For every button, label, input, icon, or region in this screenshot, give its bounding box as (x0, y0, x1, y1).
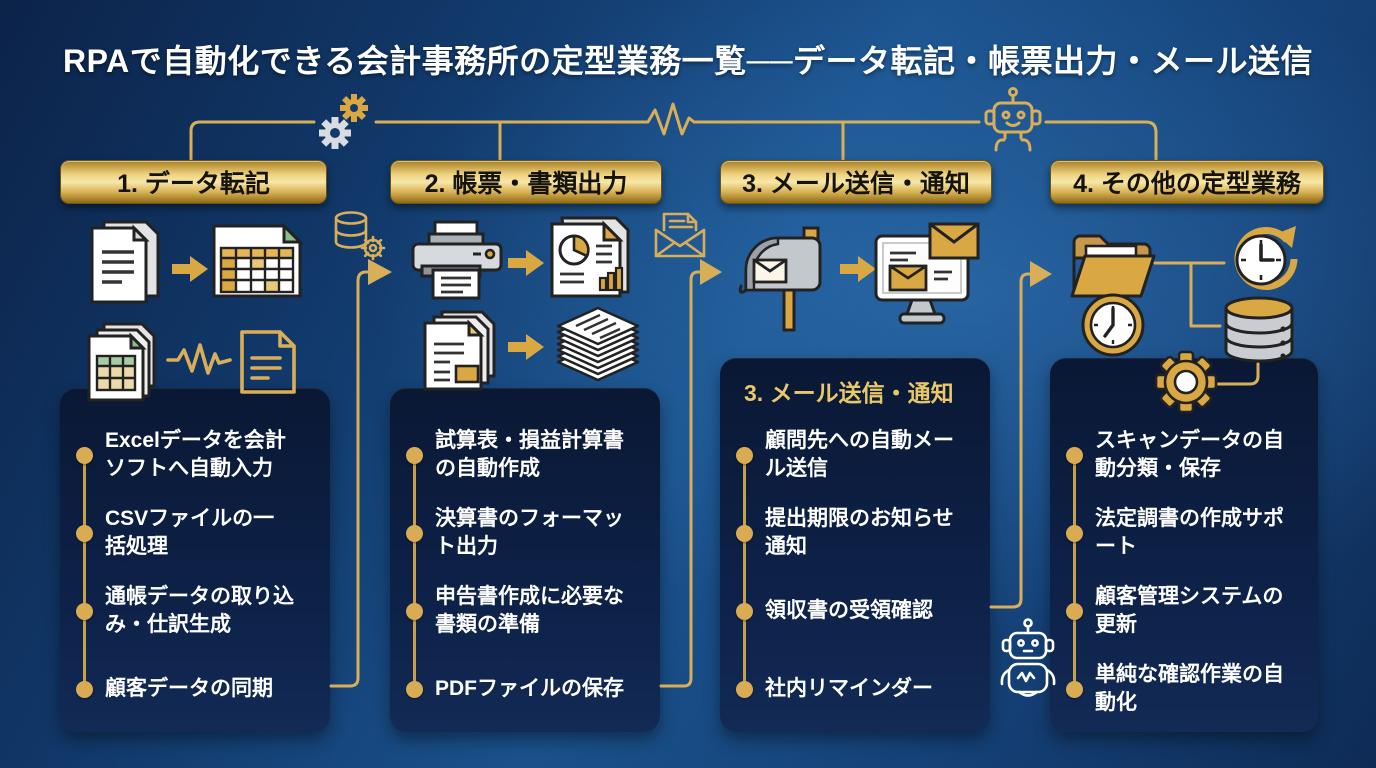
task-label: 試算表・損益計算書の自動作成 (435, 429, 624, 480)
database-icon (1224, 296, 1294, 363)
bullet-dot-icon (736, 446, 753, 464)
column-header-mail-notification: 3. メール送信・通知 (720, 160, 992, 204)
column-header-document-output: 2. 帳票・書類出力 (390, 160, 662, 204)
list-item: 社内リマインダー (720, 650, 990, 728)
arrow-right-icon (172, 256, 208, 282)
card-mail-notification: 3. メール送信・通知 顧問先への自動メール送信 提出期限のお知らせ通知 領収書… (720, 358, 990, 732)
gear-icon (1154, 350, 1218, 414)
bullet-dot-icon (76, 680, 93, 698)
list-item: 決算書のフォーマット出力 (390, 494, 660, 572)
list-item: PDFファイルの保存 (390, 650, 660, 728)
spreadsheet-icon (212, 222, 304, 298)
list-item: 領収書の受領確認 (720, 572, 990, 650)
bullet-dot-icon (406, 446, 423, 464)
card-document-output: 試算表・損益計算書の自動作成 決算書のフォーマット出力 申告書作成に必要な書類の… (390, 388, 660, 732)
bullet-dot-icon (76, 446, 93, 464)
task-list: 顧問先への自動メール送信 提出期限のお知らせ通知 領収書の受領確認 社内リマイン… (720, 406, 990, 728)
bullet-connector-line (83, 454, 86, 692)
mailbox-icon (738, 226, 822, 332)
report-icon (550, 216, 630, 298)
task-label: 通帳データの取り込み・仕訳生成 (105, 585, 294, 636)
documents-icon (90, 220, 160, 304)
list-item: 申告書作成に必要な書類の準備 (390, 572, 660, 650)
bullet-dot-icon (736, 524, 753, 542)
bullet-dot-icon (1066, 680, 1083, 698)
card-heading: 3. メール送信・通知 (744, 380, 954, 406)
list-item: 顧客データの同期 (60, 650, 330, 728)
list-item: 試算表・損益計算書の自動作成 (390, 416, 660, 494)
list-item: 顧問先への自動メール送信 (720, 416, 990, 494)
list-item: 提出期限のお知らせ通知 (720, 494, 990, 572)
bullet-dot-icon (76, 524, 93, 542)
mail-letter-icon (654, 212, 706, 258)
sheet-stack-icon (87, 322, 156, 402)
column-header-other-tasks: 4. その他の定型業務 (1050, 160, 1324, 204)
task-label: CSVファイルの一括処理 (105, 507, 275, 558)
bullet-dot-icon (736, 602, 753, 620)
robot-icon (984, 87, 1042, 152)
printer-icon (411, 220, 503, 300)
bullet-dot-icon (406, 602, 423, 620)
task-label: 顧客データの同期 (105, 677, 273, 700)
arrow-right-icon (508, 334, 544, 360)
arrow-right-icon (508, 250, 544, 276)
task-label: 社内リマインダー (765, 677, 933, 700)
bullet-dot-icon (406, 524, 423, 542)
list-item: 単純な確認作業の自動化 (1050, 650, 1318, 728)
list-item: 法定調書の作成サポート (1050, 494, 1318, 572)
task-label: Excelデータを会計ソフトへ自動入力 (105, 429, 286, 480)
task-label: 申告書作成に必要な書類の準備 (435, 585, 624, 636)
clock-icon (1081, 293, 1145, 357)
bullet-dot-icon (736, 680, 753, 698)
bullet-connector-line (1073, 455, 1076, 690)
database-gear-icon (334, 211, 386, 261)
task-list: 試算表・損益計算書の自動作成 決算書のフォーマット出力 申告書作成に必要な書類の… (390, 388, 660, 728)
pulse-icon (166, 343, 232, 375)
bullet-connector-line (413, 454, 416, 692)
list-item: Excelデータを会計ソフトへ自動入力 (60, 416, 330, 494)
bullet-dot-icon (1066, 446, 1083, 464)
task-list: スキャンデータの自動分類・保存 法定調書の作成サポート 顧客管理システムの更新 … (1050, 358, 1318, 728)
list-item: CSVファイルの一括処理 (60, 494, 330, 572)
task-label: 決算書のフォーマット出力 (435, 507, 624, 558)
monitor-mail-icon (874, 222, 980, 325)
task-label: 提出期限のお知らせ通知 (765, 507, 954, 558)
bullet-dot-icon (406, 680, 423, 698)
card-data-transfer: Excelデータを会計ソフトへ自動入力 CSVファイルの一括処理 通帳データの取… (60, 388, 330, 732)
bullet-connector-line (743, 455, 746, 690)
list-item: 顧客管理システムの更新 (1050, 572, 1318, 650)
page-title: RPAで自動化できる会計事務所の定型業務一覧──データ転記・帳票出力・メール送信 (63, 43, 1313, 79)
robot-chat-icon (1000, 618, 1056, 697)
arrow-right-icon (840, 256, 876, 282)
card-other-tasks: スキャンデータの自動分類・保存 法定調書の作成サポート 顧客管理システムの更新 … (1050, 358, 1318, 732)
column-header-data-transfer: 1. データ転記 (60, 160, 327, 204)
list-item: スキャンデータの自動分類・保存 (1050, 416, 1318, 494)
document-stack-icon (423, 310, 496, 391)
folder-icon (1070, 234, 1156, 298)
task-label: 顧客管理システムの更新 (1095, 585, 1284, 636)
task-label: スキャンデータの自動分類・保存 (1095, 429, 1284, 480)
task-list: Excelデータを会計ソフトへ自動入力 CSVファイルの一括処理 通帳データの取… (60, 388, 330, 728)
task-label: 領収書の受領確認 (765, 599, 933, 622)
task-label: 法定調書の作成サポート (1095, 507, 1284, 558)
task-label: 単純な確認作業の自動化 (1095, 663, 1284, 714)
clock-refresh-icon (1234, 226, 1298, 291)
paper-ream-icon (556, 306, 640, 382)
task-label: 顧問先への自動メール送信 (765, 429, 954, 480)
bullet-dot-icon (1066, 524, 1083, 542)
list-item: 通帳データの取り込み・仕訳生成 (60, 572, 330, 650)
task-label: PDFファイルの保存 (435, 677, 624, 700)
bullet-dot-icon (76, 602, 93, 620)
document-outline-icon (240, 330, 296, 394)
gears-icon (319, 94, 368, 149)
bullet-dot-icon (1066, 602, 1083, 620)
